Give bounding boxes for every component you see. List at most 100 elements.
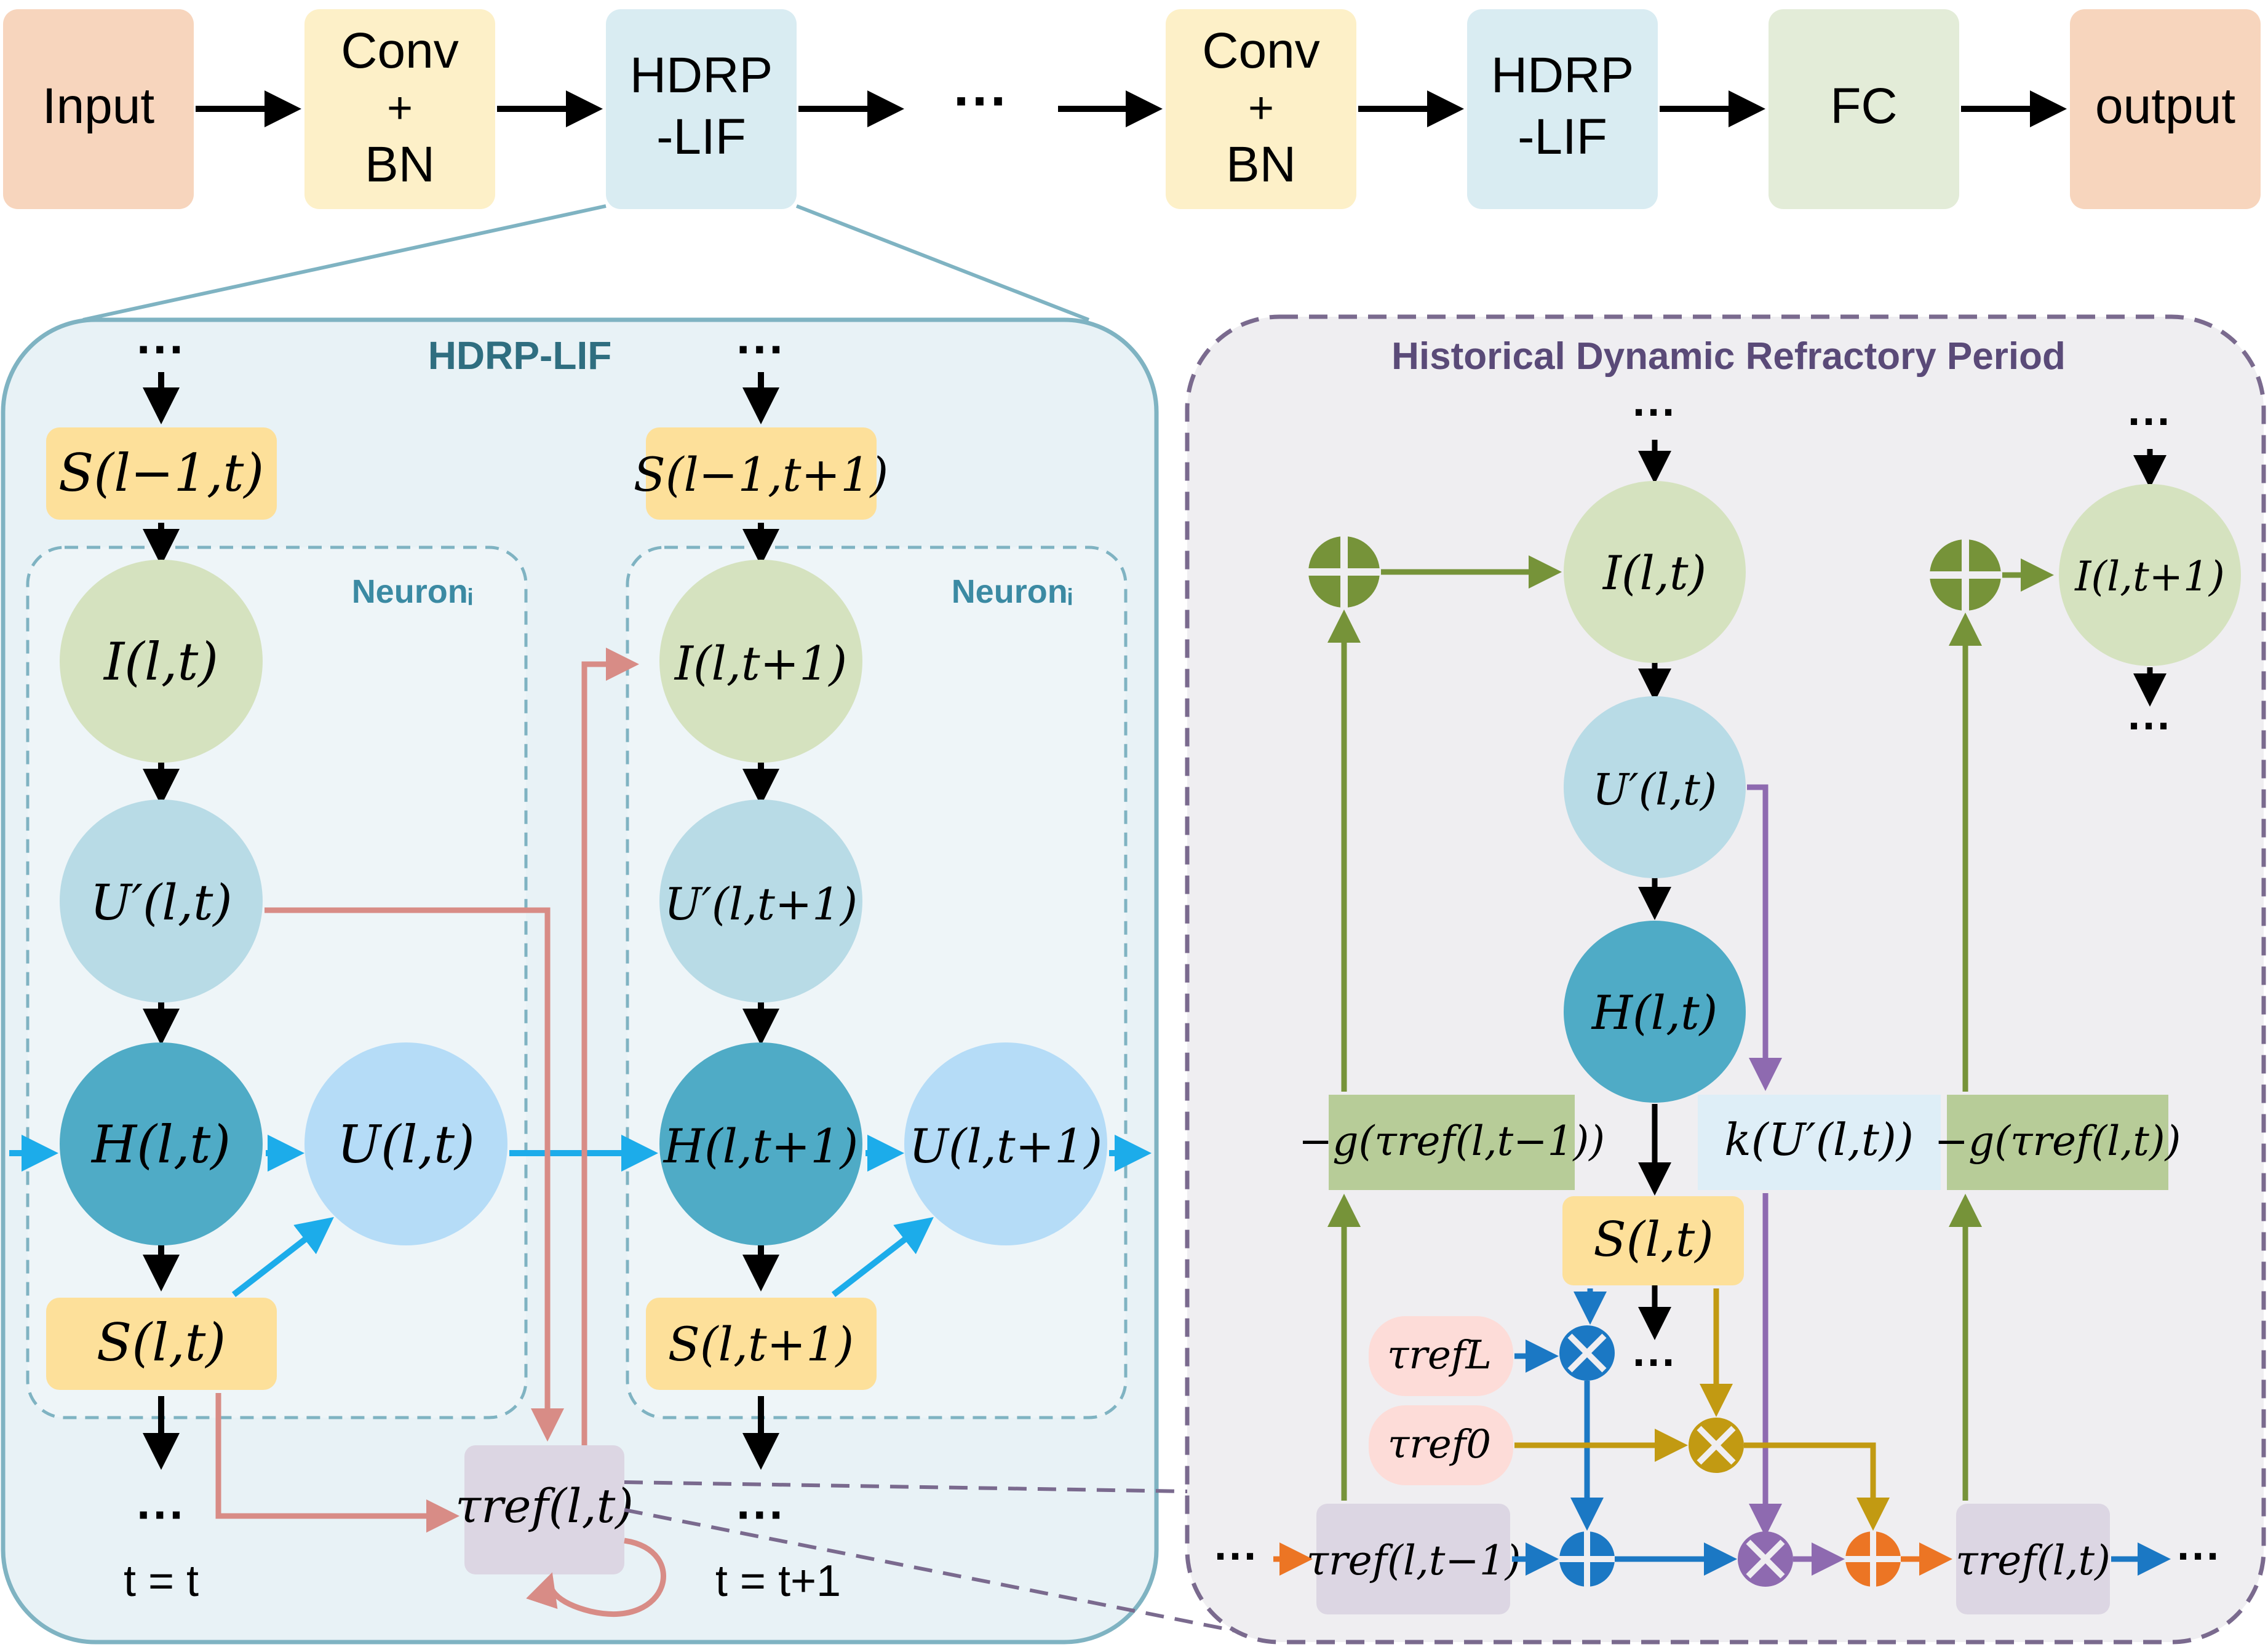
operator-nodes	[1559, 1325, 1901, 1587]
tau-ref-0-label: τref0	[1388, 1422, 1491, 1467]
g-prev-box	[1329, 1095, 1575, 1190]
hdrp-label-1: HDRP	[630, 47, 773, 103]
rp-i-node-t1	[2059, 484, 2241, 666]
uprime-label-t1: U′(l,t+1)	[664, 878, 857, 930]
conv-bn-box-1	[304, 9, 495, 209]
s-label-t1: S(l,t+1)	[668, 1317, 854, 1371]
zoom-connectors	[624, 1480, 1262, 1638]
tau-ref-0-box	[1369, 1405, 1513, 1485]
dots-top-center: ···	[1633, 388, 1677, 437]
bn-label-2: BN	[1226, 137, 1296, 192]
neuron-label-t: Neuronᵢ	[352, 573, 473, 610]
i-label-t: I(l,t)	[103, 632, 218, 692]
pipeline-dots: ···	[953, 71, 1009, 132]
purple-arrows	[1747, 784, 1782, 1537]
s-box-t1	[646, 1298, 877, 1390]
i-label-t1: I(l,t+1)	[674, 636, 847, 691]
u-node-t	[304, 1042, 507, 1245]
tau-prev-box	[1316, 1504, 1510, 1614]
s-box-t	[46, 1298, 277, 1390]
h-label-t: H(l,t)	[90, 1114, 231, 1175]
hdrp-lif-panel: HDRP-LIF Neuronᵢ Neuronᵢ ··· ··· S(l	[1, 317, 1159, 1645]
green-sum-nodes	[1308, 536, 2001, 611]
s-prev-box-t1	[646, 427, 877, 520]
tau-prev-label: τref(l,t−1)	[1307, 1537, 1521, 1584]
g-t-label: −g(τref(l,t))	[1935, 1117, 2181, 1165]
i-node-t1	[659, 560, 862, 763]
rp-h-node	[1564, 921, 1746, 1103]
s-prev-label-t: S(l−1,t)	[58, 443, 264, 503]
time-label-t1: t = t+1	[715, 1557, 841, 1606]
dots-top-t1: ···	[736, 322, 786, 376]
input-label: Input	[42, 78, 155, 134]
pipeline: Input Conv + BN HDRP -LIF ··· Conv + BN …	[3, 9, 2261, 322]
u-label-t1: U(l,t+1)	[909, 1119, 1102, 1173]
rp-i-label-t1: I(l,t+1)	[2074, 553, 2224, 600]
rp-uprime-node	[1564, 696, 1746, 878]
time-label-t: t = t	[124, 1557, 199, 1606]
uprime-node-t1	[659, 800, 862, 1002]
s-label-t: S(l,t)	[97, 1312, 226, 1373]
dots-after-s: ···	[1633, 1338, 1677, 1387]
uprime-node-t	[60, 800, 263, 1002]
g-prev-label: −g(τref(l,t−1))	[1299, 1117, 1605, 1165]
green-arrows	[1327, 555, 2054, 1501]
refractory-arrows	[215, 648, 666, 1617]
zoom-line-right	[795, 204, 1090, 322]
bn-label-1: BN	[365, 137, 435, 192]
conv-label-1: Conv	[341, 23, 458, 79]
rp-uprime-label: U′(l,t)	[1593, 764, 1717, 815]
s-prev-label-t1: S(l−1,t+1)	[634, 447, 888, 502]
dots-below-right: ···	[2128, 702, 2172, 751]
g-t-box	[1947, 1095, 2168, 1190]
dots-bottom-t: ···	[137, 1487, 186, 1542]
output-label: output	[2095, 78, 2235, 134]
rp-s-box	[1562, 1196, 1744, 1285]
gold-arrows	[1514, 1288, 1890, 1531]
s-prev-box-t	[46, 427, 277, 520]
u-label-t: U(l,t)	[337, 1114, 475, 1175]
hdrp-lif-box-1	[606, 9, 797, 209]
zoom-line-left	[82, 204, 607, 322]
conv-label-2: Conv	[1202, 23, 1319, 79]
uprime-label-t: U′(l,t)	[90, 874, 232, 931]
i-node-t	[60, 560, 263, 763]
rp-i-node-t	[1564, 481, 1746, 663]
rp-i-label-t: I(l,t)	[1602, 546, 1706, 600]
input-box	[3, 9, 194, 209]
plus-label-1: +	[387, 84, 413, 133]
fc-label: FC	[1830, 78, 1897, 134]
refractory-period-panel: Historical Dynamic Refractory Period ···…	[1185, 314, 2266, 1645]
lif-label-1: -LIF	[656, 109, 746, 165]
output-box	[2070, 9, 2261, 209]
hdrp-label-2: HDRP	[1491, 47, 1634, 103]
tau-ref-l-box	[1369, 1316, 1513, 1396]
dots-bottom-right: ···	[2177, 1532, 2221, 1581]
k-label: k(U′(l,t))	[1724, 1114, 1914, 1165]
fc-box	[1769, 9, 1959, 209]
conv-bn-box-2	[1166, 9, 1356, 209]
dots-top-t: ···	[137, 322, 186, 376]
hdrp-lif-title: HDRP-LIF	[428, 333, 612, 378]
neuron-label-t1: Neuronᵢ	[952, 573, 1073, 610]
rp-h-label: H(l,t)	[1591, 985, 1718, 1040]
k-box	[1698, 1095, 1941, 1190]
tau-t-box	[1956, 1504, 2110, 1614]
lif-label-2: -LIF	[1518, 109, 1607, 165]
h-node-t	[60, 1042, 263, 1245]
tau-ref-label: τref(l,t)	[455, 1478, 634, 1533]
dots-bottom-left: ···	[1214, 1532, 1259, 1581]
rp-s-label: S(l,t)	[1593, 1212, 1713, 1268]
blue-arrows	[1512, 1288, 2171, 1576]
membrane-arrows	[9, 1135, 1152, 1297]
u-node-t1	[904, 1042, 1107, 1245]
tau-ref-l-label: τrefL	[1387, 1333, 1492, 1378]
refractory-panel-title: Historical Dynamic Refractory Period	[1391, 335, 2066, 378]
tau-t-label: τref(l,t)	[1956, 1537, 2111, 1584]
center-flow-arrows	[1638, 440, 2167, 1340]
h-label-t1: H(l,t+1)	[662, 1119, 859, 1173]
hdrp-lif-box-2	[1467, 9, 1658, 209]
dots-top-right: ···	[2128, 397, 2172, 446]
tau-ref-box	[464, 1445, 624, 1574]
